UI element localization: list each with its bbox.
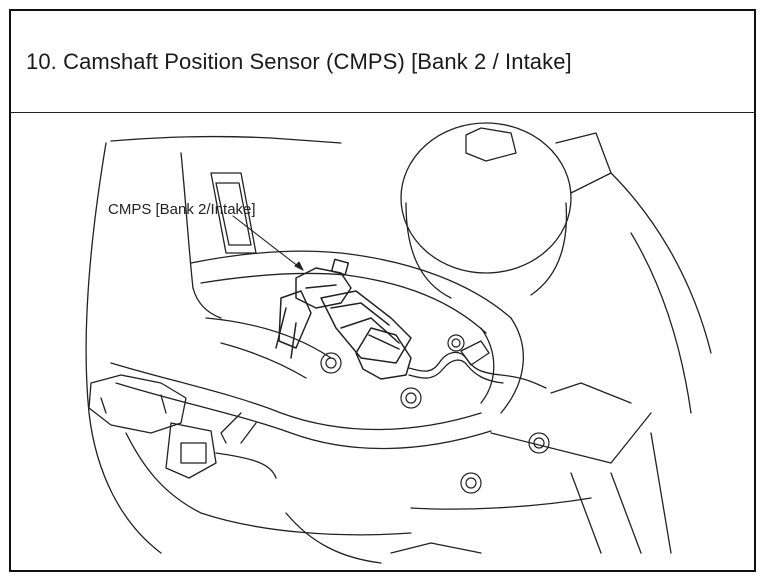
cmps-sensor [275, 258, 412, 380]
engine-line-drawing [85, 122, 712, 564]
mounting-bolts [320, 334, 550, 494]
reservoir-cap [400, 122, 572, 274]
section-title: 10. Camshaft Position Sensor (CMPS) [Ban… [26, 49, 572, 74]
section-header: 10. Camshaft Position Sensor (CMPS) [Ban… [11, 11, 754, 113]
intake-runner [190, 250, 512, 319]
engine-illustration: CMPS [Bank 2/Intake] [11, 113, 754, 570]
document-frame: 10. Camshaft Position Sensor (CMPS) [Ban… [9, 9, 756, 572]
lower-bracket [88, 374, 187, 434]
sensor-wire [408, 351, 547, 389]
callout-leader-line [232, 215, 304, 271]
engine-cover-outline [85, 142, 162, 554]
callout-label: CMPS [Bank 2/Intake] [108, 201, 256, 218]
